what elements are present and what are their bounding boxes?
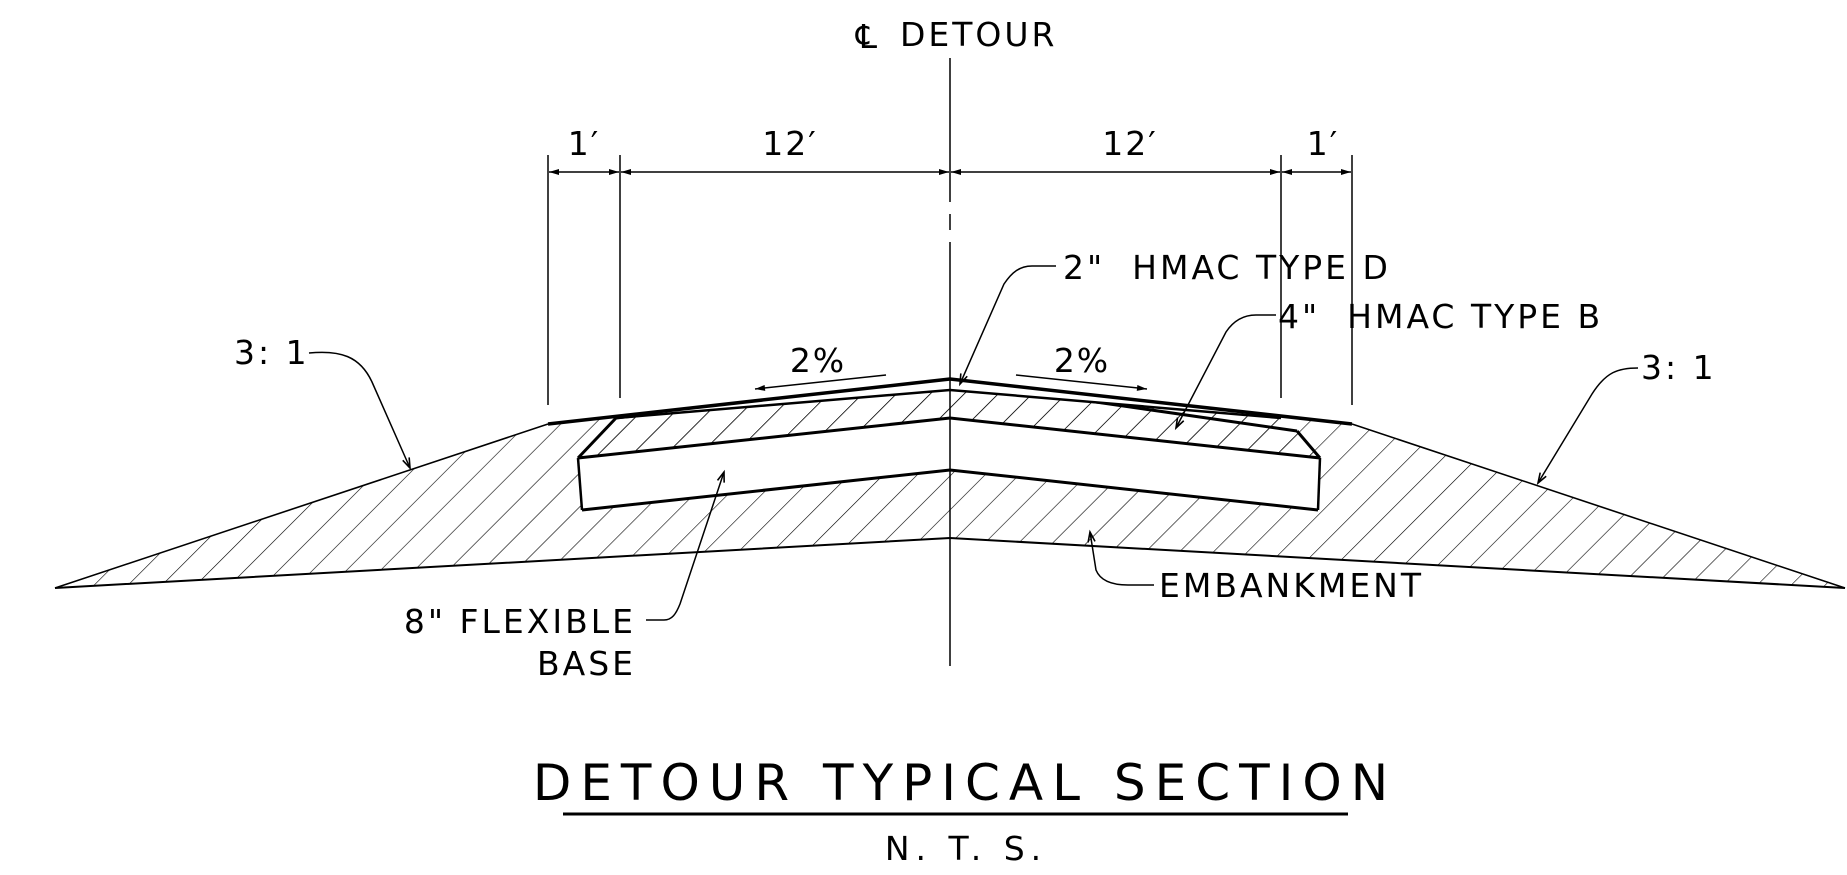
scale-note: N. T. S. (885, 829, 1047, 868)
leader-lines (308, 265, 1639, 621)
centerline-label: DETOUR (900, 15, 1057, 54)
hmac-type-b-label: 4" HMAC TYPE B (1278, 297, 1603, 336)
flexible-base-label-line1: 8" FLEXIBLE (404, 602, 636, 641)
hmac-type-d-label: 2" HMAC TYPE D (1063, 248, 1391, 287)
side-slope-right-label: 3: 1 (1641, 348, 1717, 387)
shoulder-right-dim: 1′ (1307, 124, 1340, 163)
cross-slope-arrows (754, 374, 1148, 391)
centerline-symbol: ℄ (855, 17, 880, 56)
cross-slope-left: 2% (790, 341, 846, 380)
flexible-base-label-line2: BASE (537, 644, 636, 683)
shoulder-left-dim: 1′ (568, 124, 601, 163)
embankment-label: EMBANKMENT (1159, 566, 1424, 605)
cross-slope-right: 2% (1054, 341, 1110, 380)
drawing-title: DETOUR TYPICAL SECTION (533, 754, 1397, 812)
lane-left-dim: 12′ (762, 124, 817, 163)
lane-right-dim: 12′ (1102, 124, 1157, 163)
side-slope-left-label: 3: 1 (234, 333, 310, 372)
dimension-extension-lines (547, 155, 1353, 405)
